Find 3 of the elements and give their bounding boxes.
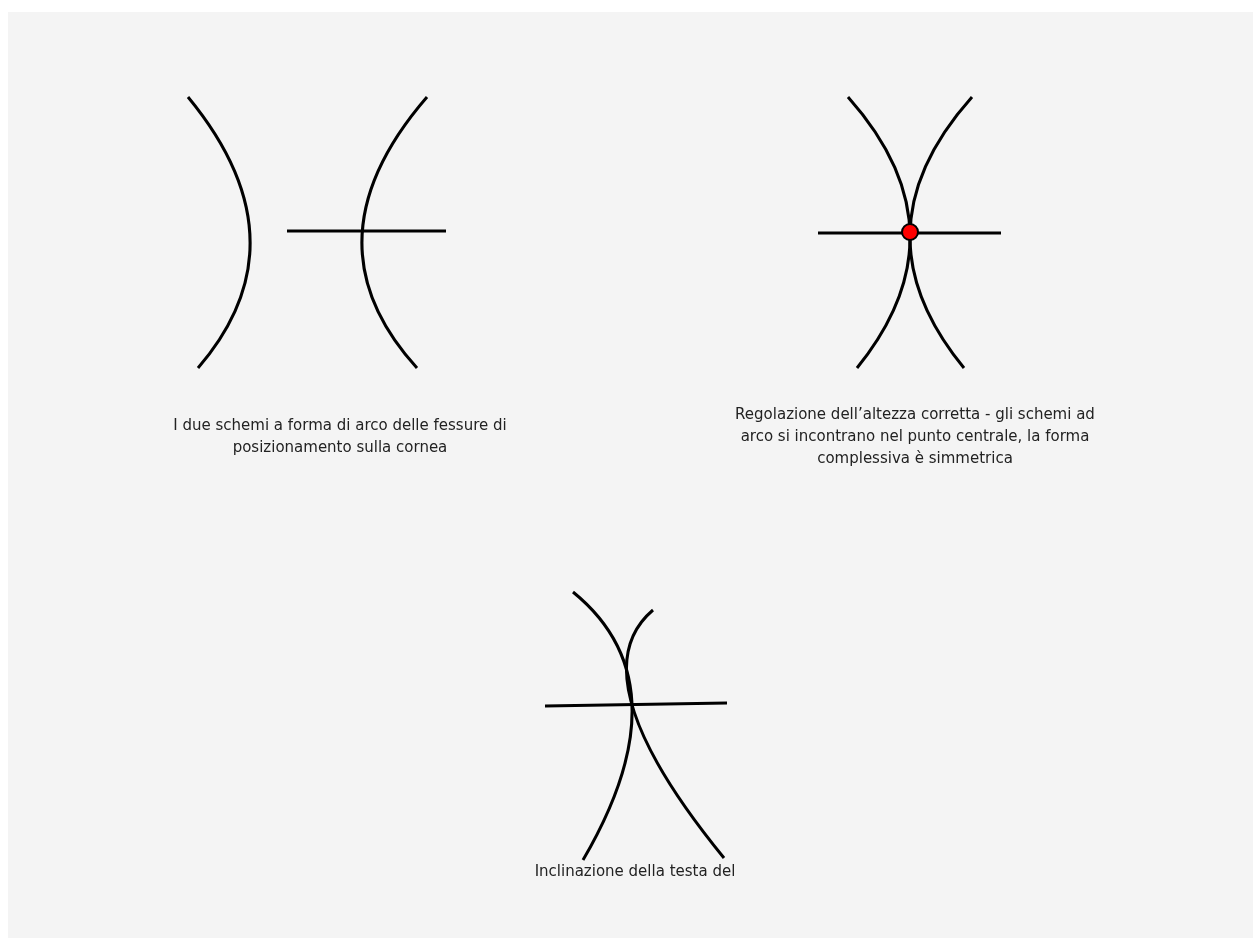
caption: I due schemi a forma di arco delle fessure di posizionamento sulla cornea [172,415,508,458]
caption: Inclinazione della testa del [533,861,737,882]
caption: Regolazione dell’altezza corretta - gli schemi ad arco si incontrano nel punto centrale, la forma complessiva è simmetrica [735,404,1095,469]
